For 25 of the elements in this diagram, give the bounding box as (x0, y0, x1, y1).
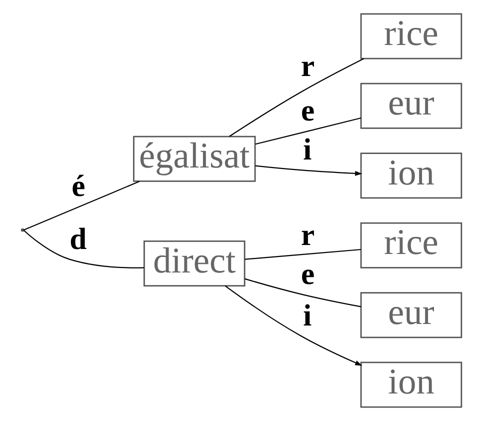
edge-label: é (72, 169, 86, 203)
arrow (255, 165, 362, 176)
node-point (20, 228, 24, 232)
node-box: eur (360, 82, 462, 129)
edge-label: i (303, 132, 312, 167)
edge-label: i (303, 298, 312, 333)
edge-label: e (301, 256, 315, 291)
connector (23, 230, 144, 268)
node-box: ion (360, 362, 462, 408)
arrow (224, 285, 362, 366)
node-box: égalisat (133, 136, 256, 182)
connector (24, 180, 140, 230)
node-box: rice (360, 222, 462, 268)
edge-label: d (70, 222, 87, 256)
edge-label: e (301, 94, 315, 128)
node-box: eur (360, 292, 462, 338)
node-box: direct (144, 240, 246, 286)
connector (244, 278, 361, 308)
node-box: ion (360, 152, 462, 199)
connector (244, 248, 361, 260)
node-box: rice (360, 13, 462, 60)
connector (255, 117, 362, 145)
edge-label: r (301, 49, 315, 84)
edge-label: r (301, 218, 315, 252)
connector (229, 58, 364, 137)
